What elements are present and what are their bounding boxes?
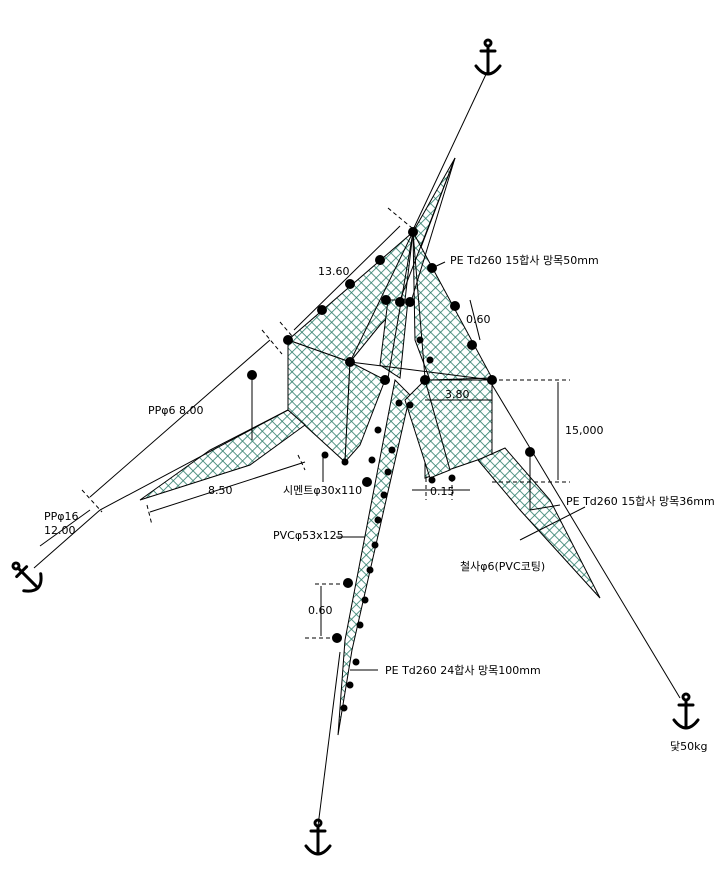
float <box>343 578 353 588</box>
net-right-tail <box>477 447 601 599</box>
float <box>380 375 390 385</box>
dim-pp16: PPφ16 <box>44 510 79 523</box>
float <box>405 297 415 307</box>
float <box>420 375 430 385</box>
dim-13-60: 13.60 <box>318 265 350 278</box>
dim-8-50: 8.50 <box>208 484 233 497</box>
float <box>450 301 460 311</box>
anchor-icon <box>304 818 332 856</box>
labels: PE Td260 15합사 망목50mm 13.60 0.60 3.80 15,… <box>44 254 715 753</box>
dim-0-60-b: 0.60 <box>308 604 333 617</box>
floats <box>247 227 535 643</box>
dim-0-15: 0.15 <box>430 485 455 498</box>
anchor-weight-label: 닻50kg <box>670 740 707 753</box>
net-panels <box>139 157 601 736</box>
float <box>525 447 535 457</box>
rope-bottom <box>317 651 341 827</box>
float <box>283 335 293 345</box>
net-leader-left <box>139 409 306 501</box>
net-top-label: PE Td260 15합사 망목50mm <box>450 254 599 267</box>
float <box>345 279 355 289</box>
net-leader-label: PE Td260 24합사 망목100mm <box>385 664 541 677</box>
float <box>381 295 391 305</box>
net-leader-joint <box>404 379 451 479</box>
dim-15000: 15,000 <box>565 424 604 437</box>
net-wing-side <box>344 361 386 464</box>
anchor-ropes <box>33 69 681 827</box>
float <box>362 477 372 487</box>
anchor-icon <box>11 561 43 593</box>
dim-3-80: 3.80 <box>445 388 470 401</box>
rope-left <box>33 509 101 569</box>
dim-12-00: 12.00 <box>44 524 76 537</box>
dim-0-60-a: 0.60 <box>466 313 491 326</box>
dimension-lines <box>39 207 570 639</box>
leader-lines <box>322 261 586 671</box>
float <box>395 297 405 307</box>
float <box>408 227 418 237</box>
float <box>247 370 257 380</box>
cement-label: 시멘트φ30x110 <box>283 484 362 497</box>
float <box>332 633 342 643</box>
frame-lines <box>99 157 531 511</box>
iron-label: 철사φ6(PVC코팅) <box>460 560 545 573</box>
anchor-icon <box>474 38 502 76</box>
float <box>467 340 477 350</box>
net-wing-front <box>287 339 351 464</box>
dim-pp6: PPφ6 8.00 <box>148 404 204 417</box>
anchor-icon <box>672 692 700 730</box>
pvc-label: PVCφ53x125 <box>273 529 344 542</box>
float <box>317 305 327 315</box>
float <box>375 255 385 265</box>
net-leader-main <box>337 378 411 736</box>
rope-top <box>411 69 489 233</box>
net-right-label: PE Td260 15합사 망목36mm <box>566 495 715 508</box>
rope-right <box>487 377 681 699</box>
float <box>345 357 355 367</box>
net-top-spike <box>412 157 456 252</box>
